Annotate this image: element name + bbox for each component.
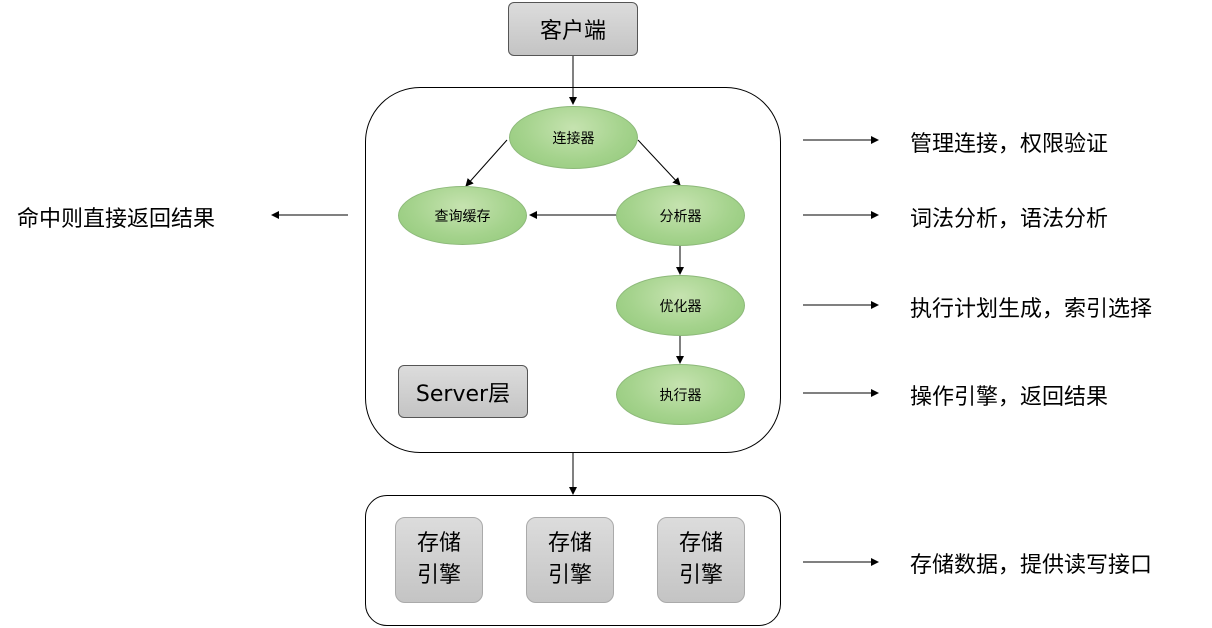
analyzer-note: 词法分析，语法分析	[910, 207, 1109, 232]
storage-engine-container	[365, 495, 781, 626]
optimizer-node: 优化器	[616, 275, 745, 336]
storage-engine-box-1: 存储 引擎	[395, 517, 483, 603]
arrow-connector-to-analyzer	[637, 139, 681, 186]
executor-node: 执行器	[616, 364, 745, 425]
client-box: 客户端	[508, 2, 638, 56]
cache-hit-note: 命中则直接返回结果	[17, 207, 216, 232]
storage-engine-1-line1: 存储	[416, 531, 461, 556]
query-cache-node: 查询缓存	[398, 186, 527, 245]
client-label: 客户端	[539, 19, 606, 44]
storage-engine-box-3: 存储 引擎	[657, 517, 745, 603]
storage-engine-2-line2: 引擎	[547, 563, 592, 588]
optimizer-note: 执行计划生成，索引选择	[910, 297, 1153, 322]
server-layer-label-box: Server层	[398, 365, 528, 418]
storage-engine-2-line1: 存储	[547, 531, 592, 556]
analyzer-label: 分析器	[659, 208, 702, 225]
server-layer-container	[365, 87, 781, 453]
storage-engine-box-2: 存储 引擎	[526, 517, 614, 603]
server-layer-label: Server层	[415, 381, 511, 407]
analyzer-node: 分析器	[616, 185, 745, 246]
connector-node: 连接器	[509, 106, 638, 169]
executor-note: 操作引擎，返回结果	[910, 385, 1109, 410]
query-cache-label: 查询缓存	[434, 208, 491, 225]
connector-label: 连接器	[552, 130, 595, 147]
storage-engine-3-line2: 引擎	[678, 563, 723, 588]
storage-engine-3-line1: 存储	[678, 531, 723, 556]
optimizer-label: 优化器	[659, 298, 702, 315]
arrow-connector-to-cache	[465, 139, 508, 187]
connector-note: 管理连接，权限验证	[910, 132, 1109, 157]
storage-note: 存储数据，提供读写接口	[910, 553, 1153, 578]
executor-label: 执行器	[659, 387, 702, 404]
storage-engine-1-line2: 引擎	[416, 563, 461, 588]
